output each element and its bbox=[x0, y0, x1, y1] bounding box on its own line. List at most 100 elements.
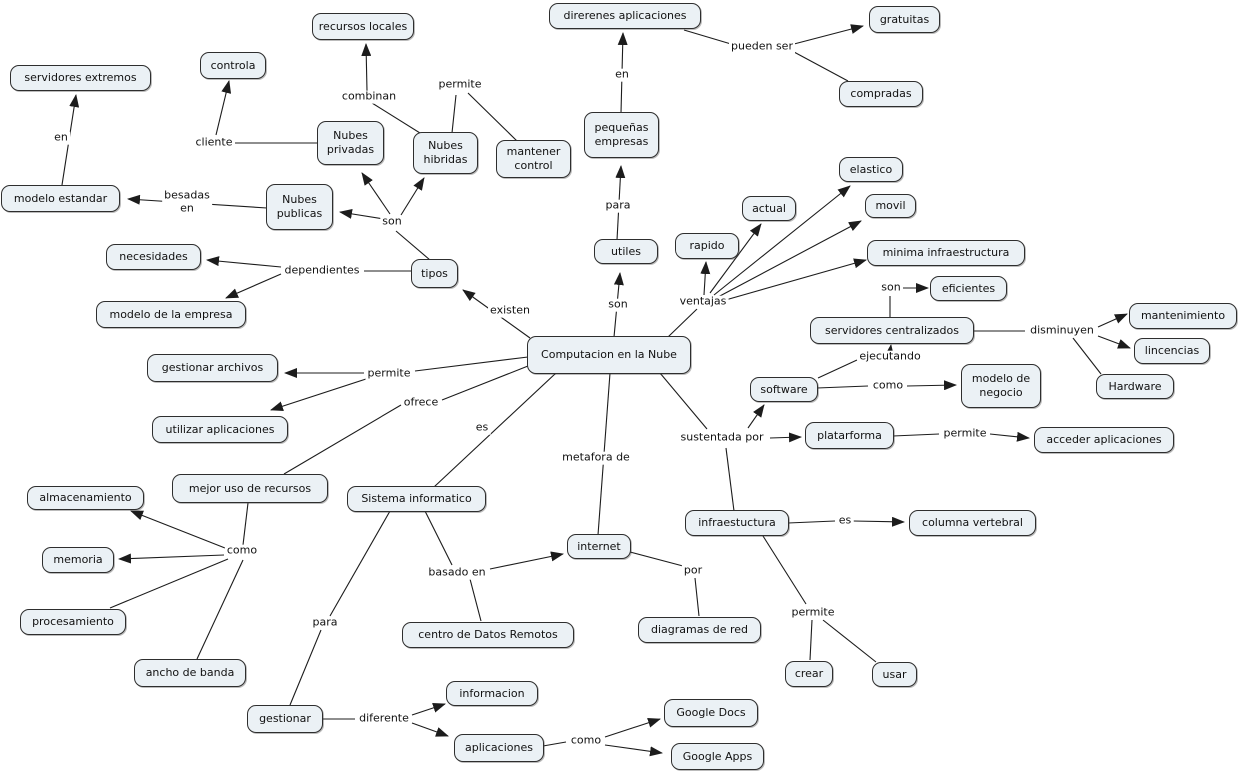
edge-label-para-2[interactable]: para bbox=[310, 615, 340, 630]
node-modelo-empresa[interactable]: modelo de la empresa bbox=[96, 301, 246, 328]
edge-label-en-2[interactable]: en bbox=[613, 67, 631, 82]
edge-label-disminuyen[interactable]: disminuyen bbox=[1028, 323, 1096, 338]
edge-label-como-3[interactable]: como bbox=[568, 733, 604, 748]
edge-label-en-1[interactable]: en bbox=[52, 130, 70, 145]
node-main[interactable]: Computacion en la Nube bbox=[527, 336, 691, 374]
edge-label-existen[interactable]: existen bbox=[488, 303, 532, 318]
node-google-docs[interactable]: Google Docs bbox=[664, 699, 758, 727]
node-compradas[interactable]: compradas bbox=[839, 81, 923, 107]
edge-label-diferente[interactable]: diferente bbox=[357, 711, 411, 726]
edge-line-65 bbox=[424, 510, 453, 566]
node-infraestuctura[interactable]: infraestuctura bbox=[685, 510, 789, 536]
node-memoria[interactable]: memoria bbox=[42, 547, 114, 573]
node-gratuitas[interactable]: gratuitas bbox=[869, 6, 940, 33]
edge-label-son-3[interactable]: son bbox=[879, 280, 903, 295]
edge-label-combinan[interactable]: combinan bbox=[339, 89, 399, 104]
node-controla[interactable]: controla bbox=[200, 52, 266, 79]
node-modelo-estandar[interactable]: modelo estandar bbox=[1, 185, 120, 212]
node-nubes-publicas[interactable]: Nubes publicas bbox=[266, 184, 333, 230]
node-necesidades[interactable]: necesidades bbox=[106, 244, 201, 270]
edge-label-ejecutando[interactable]: ejecutando bbox=[857, 349, 923, 364]
node-nubes-privadas[interactable]: Nubes privadas bbox=[317, 121, 384, 165]
node-actual[interactable]: actual bbox=[742, 196, 796, 221]
node-sistema-informatico[interactable]: Sistema informatico bbox=[347, 486, 486, 512]
edge-label-basado-en[interactable]: basado en bbox=[426, 565, 488, 580]
node-columna-vertebral[interactable]: columna vertebral bbox=[909, 510, 1036, 536]
edge-label-sustentada-por[interactable]: sustentada por bbox=[678, 430, 766, 445]
node-recursos-locales[interactable]: recursos locales bbox=[312, 13, 414, 40]
node-acceder-aplicaciones[interactable]: acceder aplicaciones bbox=[1034, 427, 1174, 453]
edge-label-para-1[interactable]: para bbox=[603, 198, 633, 213]
node-servidores-extremos[interactable]: servidores extremos bbox=[10, 65, 151, 91]
node-servidores-centralizados[interactable]: servidores centralizados bbox=[810, 317, 974, 344]
node-google-apps[interactable]: Google Apps bbox=[671, 743, 764, 770]
node-ancho-banda[interactable]: ancho de banda bbox=[134, 659, 246, 687]
node-mantenimiento[interactable]: mantenimiento bbox=[1129, 303, 1237, 329]
edge-line-37 bbox=[906, 380, 957, 391]
node-rapido[interactable]: rapido bbox=[675, 233, 739, 259]
edge-line-3 bbox=[215, 80, 232, 136]
node-utilizar-aplicaciones[interactable]: utilizar aplicaciones bbox=[152, 416, 288, 443]
node-almacenamiento[interactable]: almacenamiento bbox=[27, 486, 144, 510]
node-gestionar-archivos[interactable]: gestionar archivos bbox=[147, 354, 278, 382]
node-usar[interactable]: usar bbox=[872, 662, 917, 687]
node-direrenes-aplicaciones[interactable]: direrenes aplicaciones bbox=[549, 3, 701, 29]
node-tipos[interactable]: tipos bbox=[411, 259, 458, 288]
edge-label-besadas-en[interactable]: besadas en bbox=[162, 188, 212, 215]
edge-label-pueden-ser[interactable]: pueden ser bbox=[729, 39, 795, 54]
node-eficientes[interactable]: eficientes bbox=[930, 276, 1007, 301]
node-procesamiento[interactable]: procesamiento bbox=[20, 609, 126, 635]
node-aplicaciones[interactable]: aplicaciones bbox=[454, 734, 544, 762]
edge-line-19 bbox=[683, 29, 732, 45]
edge-label-son-2[interactable]: son bbox=[606, 297, 630, 312]
node-software[interactable]: software bbox=[750, 377, 818, 402]
edge-label-permite-4[interactable]: permite bbox=[789, 605, 837, 620]
node-lincencias[interactable]: lincencias bbox=[1134, 338, 1210, 364]
edge-label-dependientes[interactable]: dependientes bbox=[282, 263, 362, 278]
edge-line-44 bbox=[787, 520, 836, 524]
node-hardware[interactable]: Hardware bbox=[1096, 374, 1174, 399]
edge-line-40 bbox=[747, 404, 765, 429]
node-informacion[interactable]: informacion bbox=[446, 681, 538, 706]
node-modelo-negocio[interactable]: modelo de negocio bbox=[961, 364, 1041, 408]
edge-line-53 bbox=[441, 365, 529, 401]
edge-line-64 bbox=[289, 629, 322, 706]
edge-line-60 bbox=[118, 553, 225, 564]
node-crear[interactable]: crear bbox=[785, 661, 833, 687]
edge-label-cliente[interactable]: cliente bbox=[193, 135, 235, 150]
node-movil[interactable]: movil bbox=[865, 194, 916, 218]
edge-line-47 bbox=[809, 619, 813, 661]
node-gestionar[interactable]: gestionar bbox=[247, 705, 323, 733]
edge-label-por[interactable]: por bbox=[681, 563, 705, 578]
node-minima-infraestructura[interactable]: minima infraestructura bbox=[867, 240, 1025, 266]
edge-label-ventajas[interactable]: ventajas bbox=[677, 294, 729, 309]
edge-label-como-2[interactable]: como bbox=[224, 543, 260, 558]
node-diagramas-red[interactable]: diagramas de red bbox=[638, 617, 761, 643]
node-centro-datos[interactable]: centro de Datos Remotos bbox=[402, 622, 574, 648]
edge-label-permite-2[interactable]: permite bbox=[941, 426, 989, 441]
edge-line-66 bbox=[469, 578, 482, 622]
node-elastico[interactable]: elastico bbox=[839, 157, 903, 182]
edge-line-5 bbox=[361, 43, 372, 92]
node-internet[interactable]: internet bbox=[567, 534, 631, 559]
node-mejor-uso[interactable]: mejor uso de recursos bbox=[172, 474, 328, 503]
edge-label-permite-3[interactable]: permite bbox=[365, 366, 413, 381]
node-nubes-hibridas[interactable]: Nubes hibridas bbox=[413, 132, 478, 174]
edge-label-permite-1[interactable]: permite bbox=[436, 77, 484, 92]
edge-line-21 bbox=[793, 51, 849, 82]
edge-line-33 bbox=[1072, 337, 1102, 375]
node-utiles[interactable]: utiles bbox=[594, 239, 658, 264]
edge-line-8 bbox=[395, 230, 431, 261]
edge-label-como-1[interactable]: como bbox=[870, 378, 906, 393]
node-pequenas-empresas[interactable]: pequeñas empresas bbox=[584, 112, 659, 158]
node-mantener-control[interactable]: mantener control bbox=[496, 140, 571, 178]
edge-label-ofrece[interactable]: ofrece bbox=[401, 395, 441, 410]
edge-line-58 bbox=[242, 502, 249, 546]
edge-line-43 bbox=[989, 431, 1030, 442]
node-platarforma[interactable]: platarforma bbox=[805, 422, 894, 449]
edge-label-es-2[interactable]: es bbox=[836, 513, 854, 528]
edge-label-metafora-de[interactable]: metafora de bbox=[560, 450, 632, 465]
edge-label-es-1[interactable]: es bbox=[473, 420, 491, 435]
edge-label-son-1[interactable]: son bbox=[380, 214, 404, 229]
